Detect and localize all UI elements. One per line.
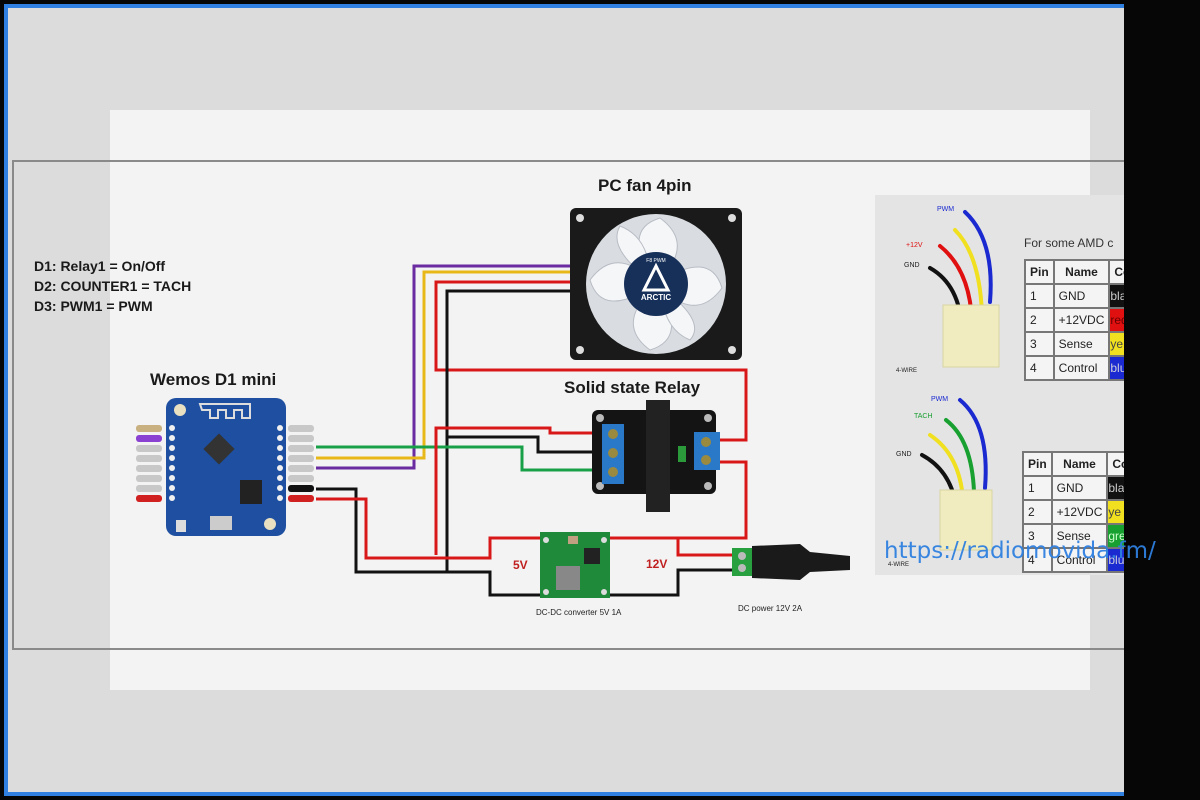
wire-conv-gnd <box>610 568 732 597</box>
connector-bottom-pwm-label: PWM <box>931 396 949 403</box>
pin-name: Sense <box>1052 331 1111 357</box>
amd-caption: For some AMD c <box>1024 236 1114 250</box>
pin-number: 2 <box>1024 307 1055 333</box>
pin-note-d2: D2: COUNTER1 = TACH <box>34 278 192 294</box>
table-row: 4 Control blu <box>1024 355 1137 381</box>
pin-note-d3: D3: PWM1 = PWM <box>34 298 153 314</box>
top-edge <box>0 0 1200 4</box>
fan-title: PC fan 4pin <box>598 176 692 195</box>
pin-assignment-notes: D1: Relay1 = On/Off D2: COUNTER1 = TACH … <box>34 256 191 316</box>
connector-bottom-gnd-label: GND <box>896 451 912 458</box>
table-header: Name <box>1050 451 1109 477</box>
wire-fan-12v <box>434 280 748 442</box>
wemos-left-header <box>169 425 175 501</box>
table-row: 1 GND bla <box>1024 283 1137 309</box>
pin-number: 1 <box>1024 283 1055 309</box>
pin-number: 3 <box>1024 331 1055 357</box>
wire-conv-12v-jack <box>676 538 732 557</box>
pin-name: Control <box>1052 355 1111 381</box>
dc-dc-converter <box>540 532 610 598</box>
wire-board-gnd <box>316 487 540 597</box>
dc-power-jack <box>732 544 850 580</box>
diagram-outline <box>12 160 1124 650</box>
relay-title: Solid state Relay <box>564 378 701 397</box>
connector-top-pwm-label: PWM <box>937 206 955 213</box>
bottom-border <box>4 792 1124 796</box>
pc-fan: ARCTIC F8 PWM <box>570 208 742 360</box>
table-header: Pin <box>1024 259 1055 285</box>
pinout-table-top: Pin Name Co 1 GND bla 2 +12VDC red 3 Sen… <box>1024 259 1137 381</box>
pin-name: +12VDC <box>1050 499 1109 525</box>
pin-number: 1 <box>1022 475 1053 501</box>
pin-number: 3 <box>1022 523 1053 549</box>
fan-model: F8 PWM <box>646 258 665 264</box>
converter-caption: DC-DC converter 5V 1A <box>536 608 622 617</box>
table-row: 4 Control blu <box>1022 547 1135 573</box>
connector-bottom-housing <box>939 489 993 551</box>
connector-top-12v-label: +12V <box>906 242 923 249</box>
right-edge <box>1124 0 1200 800</box>
converter-output-label: 5V <box>513 558 528 572</box>
table-row: 3 Sense ye <box>1024 331 1137 357</box>
solid-state-relay <box>592 400 720 512</box>
table-row: 2 +12VDC ye <box>1022 499 1135 525</box>
table-row: 1 GND bla <box>1022 475 1135 501</box>
pin-name: GND <box>1050 475 1109 501</box>
table-row: 3 Sense gre <box>1022 523 1135 549</box>
wire-relay-signal <box>316 445 592 472</box>
power-caption: DC power 12V 2A <box>738 604 803 613</box>
converter-input-label: 12V <box>646 557 668 571</box>
connector-top-housing <box>942 304 1000 368</box>
table-row: 2 +12VDC red <box>1024 307 1137 333</box>
wire-tach <box>316 270 572 460</box>
wemos-d1-mini-board <box>136 398 314 536</box>
wire-board-5v <box>316 497 540 560</box>
connector-bottom-caption: 4-WIRE <box>888 562 909 568</box>
fan-brand: ARCTIC <box>641 293 671 302</box>
table-header: Name <box>1052 259 1111 285</box>
pinout-table-bottom: Pin Name Co 1 GND bla 2 +12VDC ye 3 Sens… <box>1022 451 1135 573</box>
watermark-link[interactable]: https://radiomovida.fm/ <box>884 538 1156 564</box>
wire-pwm <box>316 264 572 470</box>
pin-name: GND <box>1052 283 1111 309</box>
connector-top-caption: 4-WIRE <box>896 368 917 374</box>
connector-bottom-tach-label: TACH <box>914 413 933 420</box>
wire-relay-pos <box>434 426 592 555</box>
table-header: Pin <box>1022 451 1053 477</box>
pin-name: +12VDC <box>1052 307 1111 333</box>
pin-number: 4 <box>1022 547 1053 573</box>
wire-relay-neg <box>447 435 592 454</box>
pin-number: 4 <box>1024 355 1055 381</box>
pin-number: 2 <box>1022 499 1053 525</box>
wemos-right-header <box>277 425 283 501</box>
connector-top-gnd-label: GND <box>904 262 920 269</box>
pin-name: Control <box>1050 547 1109 573</box>
pin-name: Sense <box>1050 523 1109 549</box>
board-title: Wemos D1 mini <box>150 370 277 389</box>
pin-note-d1: D1: Relay1 = On/Off <box>34 258 166 274</box>
